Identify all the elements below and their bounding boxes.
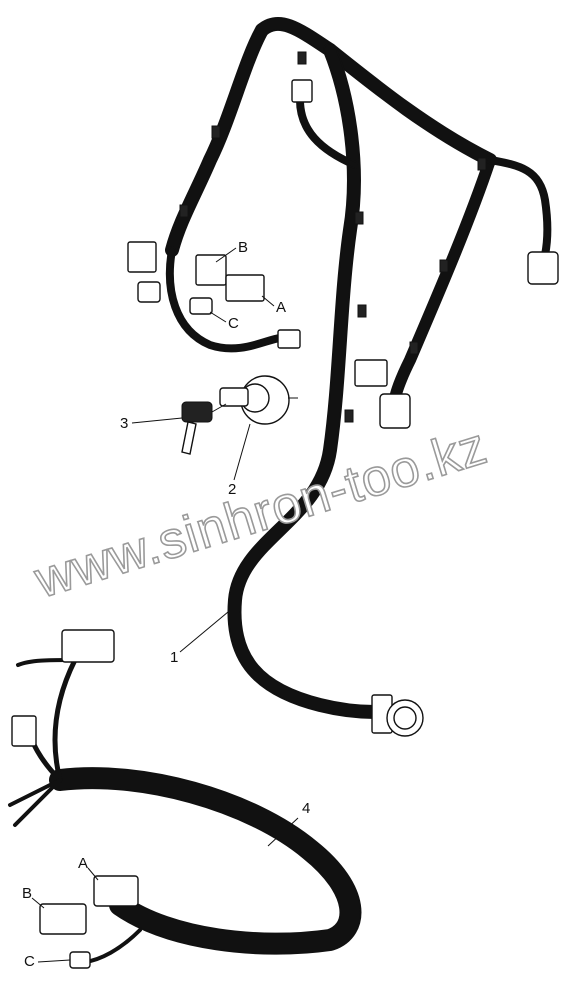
ignition-key-3 [181, 401, 227, 455]
connector-b [195, 254, 227, 286]
callout-item-4: 4 [302, 800, 310, 817]
watermark-text: www.sinhron-too.kz [28, 417, 494, 610]
callout-item-3: 3 [120, 415, 128, 432]
callout-item-2: 2 [228, 481, 236, 498]
lower-connectors [11, 629, 139, 969]
callout-upper-a: A [276, 299, 286, 316]
main-harness-1 [165, 16, 552, 719]
lower-connector-c [69, 951, 91, 969]
callout-lower-b: B [22, 885, 32, 902]
harness-clips [179, 51, 487, 423]
callout-item-1: 1 [170, 649, 178, 666]
connector-c [189, 297, 213, 315]
callouts: B A C 3 2 1 4 A B C [22, 239, 310, 970]
upper-connectors [127, 79, 559, 737]
callout-upper-b: B [238, 239, 248, 256]
lower-connector-b [39, 903, 87, 935]
callout-lower-a: A [78, 855, 88, 872]
ignition-switch-2 [219, 375, 298, 425]
callout-lower-c: C [24, 953, 35, 970]
connector-a [225, 274, 265, 302]
callout-upper-c: C [228, 315, 239, 332]
lower-connector-a [93, 875, 139, 907]
